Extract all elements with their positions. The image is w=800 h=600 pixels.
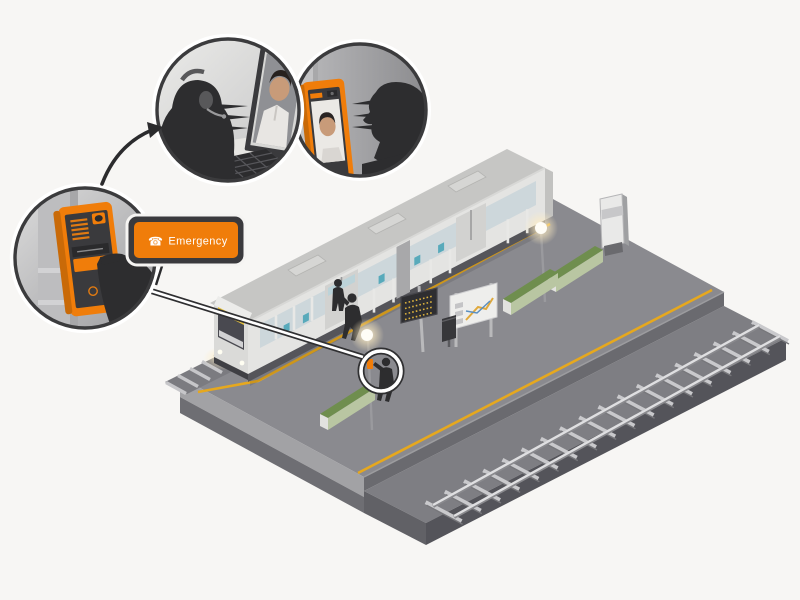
railway-track [423,320,791,527]
map-line-blue [465,300,491,314]
departure-board-dot-text [404,295,434,321]
ad-kiosk [599,193,629,256]
base-front-corner-face [364,491,426,545]
windshield-glint [219,330,243,348]
tram-cab-roof [214,296,252,322]
intercom-screen [310,98,346,164]
platform-edge-bevel [363,291,725,478]
lamp-bulb [361,329,373,341]
tram-door-rear [456,203,486,262]
tram-roof-equipment [287,170,487,277]
headset-mic-icon [206,108,224,118]
station-scene [165,149,791,545]
emergency-label-text: Emergency [168,236,227,248]
operator-monitor [244,43,299,161]
tram-front-cab [203,296,252,380]
help-point-intercom [367,359,373,369]
tram-articulation [396,240,410,299]
phone-icon: ☎ [148,235,163,249]
speaker-grille-icon [70,218,90,241]
inset-operator [151,33,305,187]
lamp-bulb [535,222,547,234]
speaker-grille-icon [310,92,323,99]
camera-lens-icon [94,215,103,222]
passenger-boarding [332,279,345,311]
tram-front-skirt [214,357,248,380]
rail-left [432,323,760,507]
emergency-label-face [134,222,238,258]
base-front-right-face [426,338,786,545]
base-front-left-face [180,397,364,513]
tram-roof [210,149,545,322]
base-slab [364,306,786,545]
callout-connector [147,287,364,360]
safety-line-tram-side [197,222,551,394]
headlight-left [217,349,223,355]
caller-face [269,76,290,101]
departure-board [400,285,438,353]
operator-face-on-screen [319,116,336,137]
device-label-line [77,247,104,253]
tram-roof-edge [247,167,546,323]
video-call-feed [252,53,299,149]
headset-band-icon [180,68,205,82]
arrow-icon [100,122,163,186]
info-panel-list [455,302,463,325]
highlight-ring [359,349,403,393]
planter-middle [503,269,558,315]
rail-right [453,334,781,518]
emergency-label-callout: ☎ Emergency [125,213,247,286]
inset-intercom-user [289,39,431,181]
trash-bin [441,315,457,347]
planter-front [320,384,375,430]
headlight-right [239,360,245,366]
track-bed [364,306,786,523]
platform-front-left-face [180,377,364,497]
tram-rear-cap [545,168,553,220]
safety-line-track-side [357,288,713,475]
brand-emblem-icon [88,286,98,297]
headset-earcup-icon [199,91,213,109]
platform-edge-right-face [364,292,724,491]
